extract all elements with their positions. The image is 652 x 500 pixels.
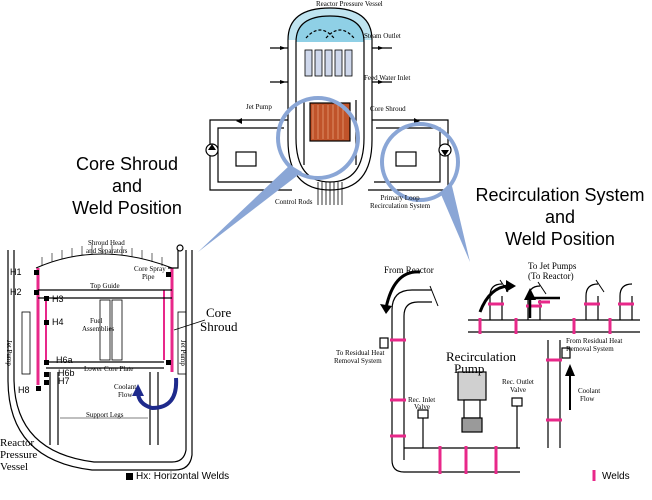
label-outlet-2: Valve xyxy=(510,386,526,394)
label-jet-pump-left: Jet Pump xyxy=(5,340,13,366)
label-reactor-3: Vessel xyxy=(0,461,29,473)
label-reactor-pressure-vessel: Reactor Pressure Vessel xyxy=(316,0,383,8)
label-core-shroud-1: Core xyxy=(206,305,232,320)
label-jet-pump: Jet Pump xyxy=(246,103,272,111)
label-from-rhr-2: Removal System xyxy=(566,345,614,353)
label-jet-pump-right: Jet Pump xyxy=(179,340,187,366)
label-top-guide: Top Guide xyxy=(90,282,120,290)
label-flow: Flow xyxy=(118,391,133,399)
recirc-title: Recirculation System and Weld Position xyxy=(470,184,650,250)
weld-h2: H2 xyxy=(10,287,22,297)
label-recirculation-1: Recirculation xyxy=(446,349,517,364)
label-recirculation-2: Pump xyxy=(454,361,485,376)
label-inlet-2: Valve xyxy=(414,403,430,411)
label-fuel: Fuel xyxy=(90,317,103,325)
recirc-title-line1: Recirculation System xyxy=(475,185,645,205)
weld-h1: H1 xyxy=(10,267,22,277)
reactor-overview xyxy=(198,7,470,262)
label-to-rhr-2: Removal System xyxy=(334,357,382,365)
label-assemblies: Assemblies xyxy=(82,325,115,333)
label-to-rhr-1: To Residual Heat xyxy=(336,349,385,357)
label-to-jet-pumps-2: (To Reactor) xyxy=(528,271,574,281)
label-reactor-2: Pressure xyxy=(0,449,38,461)
label-recirc-coolant: Coolant xyxy=(578,387,601,395)
weld-h6a: H6a xyxy=(56,355,73,365)
label-shroud-head: Shroud Head xyxy=(88,239,125,247)
label-core-spray: Core Spray xyxy=(134,265,166,273)
label-steam-outlet: Steam Outlet xyxy=(364,32,401,40)
label-core-shroud-top: Core Shroud xyxy=(370,105,406,113)
recirc-section xyxy=(379,270,640,481)
weld-h4: H4 xyxy=(52,317,64,327)
core-shroud-section xyxy=(7,244,206,480)
weld-h8: H8 xyxy=(18,385,30,395)
label-core-shroud-2: Shroud xyxy=(200,319,238,334)
label-pipe: Pipe xyxy=(142,273,155,281)
core-shroud-title: Core Shroud and Weld Position xyxy=(42,153,212,219)
label-reactor-1: Reactor xyxy=(0,437,35,449)
label-support-legs: Support Legs xyxy=(86,411,124,419)
label-from-rhr-1: From Residual Heat xyxy=(566,337,623,345)
label-to-jet-pumps-1: To Jet Pumps xyxy=(528,261,577,271)
legend-welds: Welds xyxy=(602,471,630,482)
label-control-rods: Control Rods xyxy=(275,198,313,206)
label-lower-core-plate: Lower Core Plate xyxy=(84,365,134,373)
label-coolant: Coolant xyxy=(114,383,137,391)
label-from-reactor: From Reactor xyxy=(384,265,434,275)
weld-h7: H7 xyxy=(58,376,70,386)
label-recirc-flow: Flow xyxy=(580,395,595,403)
recirc-title-line2: and xyxy=(544,207,576,227)
weld-h3: H3 xyxy=(52,294,64,304)
weld-h6b: H6b xyxy=(58,368,75,378)
core-shroud-title-line3: Weld Position xyxy=(72,198,182,218)
recirc-title-line3: Weld Position xyxy=(505,229,615,249)
label-inlet-1: Rec. Inlet xyxy=(408,396,436,404)
core-shroud-title-line1: Core Shroud xyxy=(75,154,179,174)
label-feed-water-inlet: Feed Water Inlet xyxy=(364,74,411,82)
legend-hx: Hx: Horizontal Welds xyxy=(136,471,230,482)
core-shroud-title-line2: and xyxy=(111,176,143,196)
label-and-separators: and Separators xyxy=(86,247,128,255)
label-primary-loop: Primary Loop Recirculation System xyxy=(370,194,431,210)
label-outlet-1: Rec. Outlet xyxy=(502,378,534,386)
